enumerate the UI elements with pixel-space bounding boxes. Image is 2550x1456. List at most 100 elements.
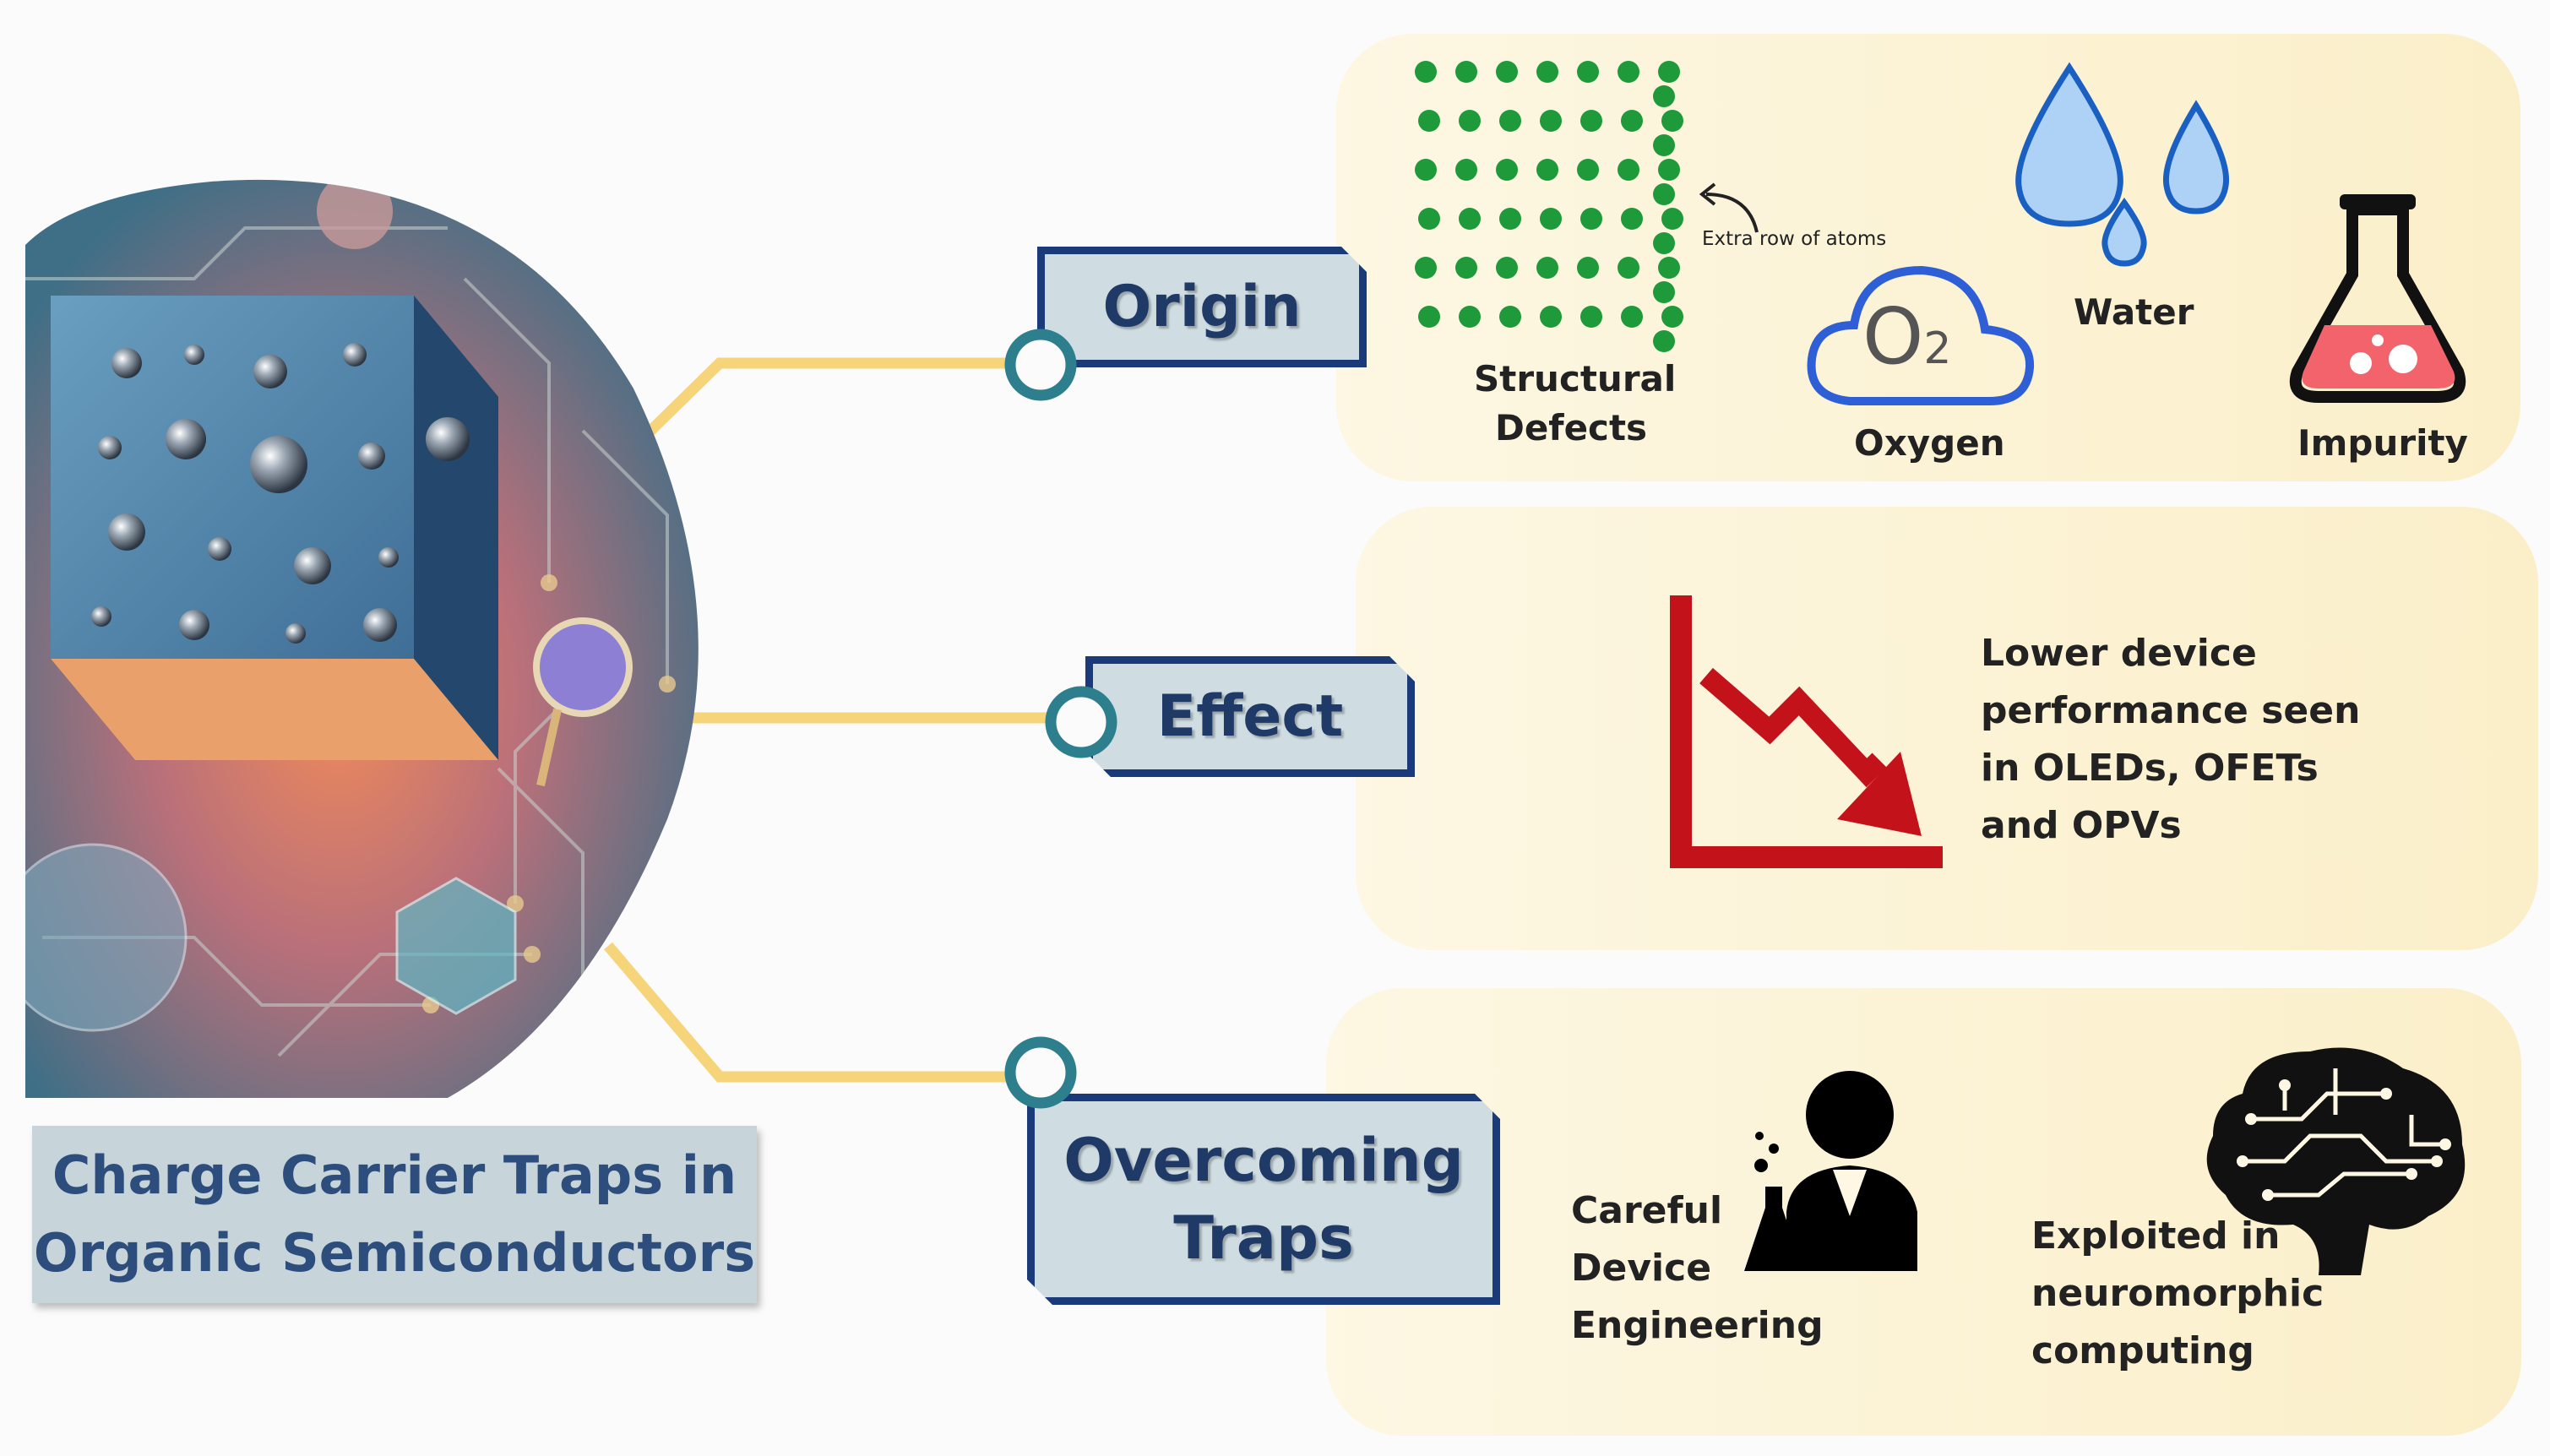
lattice-atom	[1618, 159, 1639, 181]
exploited-line-1: Exploited in	[2031, 1214, 2281, 1258]
overcoming-ring	[1004, 1036, 1077, 1109]
lattice-extra-atom	[1653, 281, 1675, 303]
lattice-extra-atom	[1653, 232, 1675, 254]
lattice-atom	[1496, 61, 1518, 83]
oxygen-label: Oxygen	[1854, 422, 2005, 464]
careful-line-3: Engineering	[1571, 1304, 1824, 1347]
effect-tag: Effect	[1085, 656, 1415, 777]
lattice-atom	[1661, 110, 1683, 132]
water-drops-icon	[2015, 62, 2230, 267]
effect-line-4: and OPVs	[1981, 804, 2182, 847]
lattice-atom	[1455, 257, 1477, 279]
origin-panel	[1336, 34, 2520, 481]
lattice-atom	[1618, 61, 1639, 83]
lattice-atom	[1536, 61, 1558, 83]
origin-ring	[1004, 329, 1077, 401]
lattice-atom	[1415, 257, 1437, 279]
oxygen-subscript: 2	[1923, 323, 1952, 374]
effect-tag-label: Effect	[1156, 683, 1344, 750]
lattice-atom	[1499, 306, 1521, 328]
lattice-atom	[1540, 306, 1562, 328]
overcoming-connector	[604, 942, 1047, 1083]
lattice-atom	[1499, 110, 1521, 132]
lattice-atom	[1658, 257, 1680, 279]
lattice-atom	[1658, 159, 1680, 181]
title-line-2: Organic Semiconductors	[33, 1222, 756, 1284]
effect-line-2: performance seen	[1981, 689, 2361, 732]
lattice-atom	[1621, 110, 1643, 132]
lattice-atom	[1661, 306, 1683, 328]
brain-circuit-icon	[2206, 1047, 2466, 1275]
lattice-atom	[1496, 159, 1518, 181]
origin-tag: Origin	[1037, 247, 1367, 367]
lattice-atom	[1499, 208, 1521, 230]
declining-chart-icon	[1670, 595, 1943, 868]
lattice-extra-atom	[1653, 330, 1675, 352]
lattice-atom	[1618, 257, 1639, 279]
diagram-title: Charge Carrier Traps in Organic Semicond…	[32, 1126, 757, 1303]
lattice-atom	[1455, 159, 1477, 181]
extra-row-note: Extra row of atoms	[1702, 228, 1887, 250]
lattice-atom	[1580, 306, 1602, 328]
careful-line-1: Careful	[1571, 1189, 1723, 1232]
lattice-atom	[1418, 110, 1440, 132]
lattice-atom	[1580, 110, 1602, 132]
effect-ring	[1045, 686, 1117, 758]
overcoming-tag-line-2: Traps	[1173, 1203, 1354, 1273]
structural-line-2: Defects	[1494, 407, 1648, 448]
lattice-atom	[1577, 61, 1599, 83]
exploited-line-3: computing	[2031, 1329, 2254, 1372]
lattice-atom	[1540, 208, 1562, 230]
lattice-atom	[1459, 306, 1481, 328]
flask-icon	[2289, 194, 2466, 403]
structural-defects-label: Structural Defects	[1474, 355, 1677, 453]
structural-line-1: Structural	[1474, 358, 1677, 399]
lattice-atom	[1459, 110, 1481, 132]
careful-engineering-label: Careful Device Engineering	[1571, 1182, 1824, 1355]
curved-arrow-icon	[1699, 182, 1759, 233]
careful-line-2: Device	[1571, 1247, 1712, 1290]
lattice-atom	[1459, 208, 1481, 230]
overcoming-tag-line-1: Overcoming	[1063, 1126, 1464, 1195]
lattice-atom	[1580, 208, 1602, 230]
effect-line-1: Lower device	[1981, 632, 2257, 675]
effect-description: Lower device performance seen in OLEDs, …	[1981, 625, 2360, 855]
overcoming-tag: Overcoming Traps	[1027, 1094, 1500, 1305]
effect-panel	[1356, 507, 2538, 950]
water-label: Water	[2074, 291, 2194, 333]
lattice-atom	[1536, 159, 1558, 181]
lattice-atom	[1577, 257, 1599, 279]
exploited-label: Exploited in neuromorphic computing	[2031, 1208, 2324, 1380]
oxygen-symbol-letter: O	[1862, 291, 1924, 382]
lattice-atom	[1621, 306, 1643, 328]
lattice-atom	[1418, 306, 1440, 328]
green-dot-lattice	[1415, 61, 1683, 352]
origin-connector	[638, 357, 1047, 443]
lattice-atom	[1661, 208, 1683, 230]
lattice-extra-atom	[1653, 183, 1675, 205]
scientist-icon	[1744, 1071, 1917, 1271]
microchip-illustration	[25, 179, 699, 1099]
lattice-extra-atom	[1653, 85, 1675, 107]
origin-tag-label: Origin	[1102, 274, 1302, 340]
impurity-label: Impurity	[2297, 422, 2468, 464]
exploited-line-2: neuromorphic	[2031, 1272, 2324, 1315]
lattice-atom	[1621, 208, 1643, 230]
lattice-atom	[1540, 110, 1562, 132]
lattice-atom	[1496, 257, 1518, 279]
lattice-atom	[1577, 159, 1599, 181]
oxygen-symbol: O2	[1862, 291, 1952, 382]
lattice-atom	[1658, 61, 1680, 83]
cloud-icon	[1807, 265, 2035, 405]
lattice-atom	[1415, 159, 1437, 181]
lattice-atom	[1415, 61, 1437, 83]
title-line-1: Charge Carrier Traps in	[52, 1144, 737, 1206]
effect-line-3: in OLEDs, OFETs	[1981, 747, 2319, 790]
lattice-atom	[1455, 61, 1477, 83]
lattice-atom	[1536, 257, 1558, 279]
lattice-extra-atom	[1653, 134, 1675, 156]
lattice-atom	[1418, 208, 1440, 230]
